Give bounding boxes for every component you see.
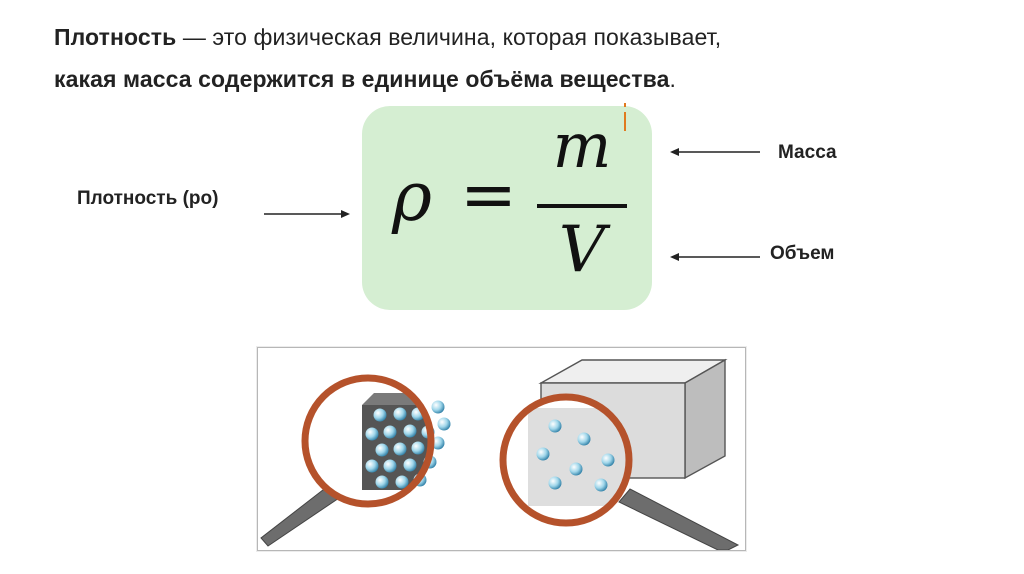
dense-particles bbox=[365, 400, 451, 489]
formula-equals: = bbox=[460, 156, 517, 235]
mass-label: Масса bbox=[778, 142, 837, 163]
sparse-particles bbox=[536, 419, 615, 492]
particle bbox=[393, 442, 407, 456]
particle bbox=[548, 476, 562, 490]
particle bbox=[375, 443, 389, 457]
particle bbox=[569, 462, 583, 476]
particle bbox=[373, 408, 387, 422]
particle bbox=[536, 447, 550, 461]
particle bbox=[594, 478, 608, 492]
particle bbox=[437, 417, 451, 431]
volume-label: Объем bbox=[770, 243, 835, 264]
left-magnifier-ring-icon bbox=[301, 374, 435, 508]
particle bbox=[601, 453, 615, 467]
particle bbox=[393, 407, 407, 421]
particle bbox=[577, 432, 591, 446]
particle bbox=[375, 475, 389, 489]
particle bbox=[365, 427, 379, 441]
formula-rho: ρ bbox=[392, 158, 432, 237]
formula-numerator: m bbox=[552, 109, 612, 182]
particle bbox=[365, 459, 379, 473]
right-magnifier-ring-icon bbox=[499, 393, 633, 527]
definition-line2-bold: какая масса содержится в единице объёма … bbox=[54, 66, 670, 92]
magnifier-illustration bbox=[260, 358, 740, 551]
text-cursor-icon bbox=[624, 103, 626, 131]
particle bbox=[411, 441, 425, 455]
volume-arrow-icon bbox=[670, 253, 760, 261]
particle bbox=[383, 425, 397, 439]
definition-line-2: какая масса содержится в единице объёма … bbox=[54, 58, 954, 100]
definition-line-1: Плотность — это физическая величина, кот… bbox=[54, 16, 954, 58]
definition-rest-line1: — это физическая величина, которая показ… bbox=[176, 24, 722, 50]
density-illustration bbox=[257, 347, 746, 551]
formula-box: ρ = m V bbox=[362, 106, 652, 310]
particle bbox=[403, 458, 417, 472]
fraction-line bbox=[537, 204, 627, 208]
definition-text: Плотность — это физическая величина, кот… bbox=[54, 16, 954, 100]
formula-denominator: V bbox=[558, 213, 606, 287]
particle bbox=[431, 436, 445, 450]
particle bbox=[383, 459, 397, 473]
particle bbox=[548, 419, 562, 433]
density-arrow-icon bbox=[264, 210, 350, 218]
density-label: Плотность (ро) bbox=[77, 188, 219, 209]
definition-term: Плотность bbox=[54, 24, 177, 50]
definition-line2-end: . bbox=[669, 66, 676, 92]
particle bbox=[395, 475, 409, 489]
particle bbox=[431, 400, 445, 414]
particle bbox=[403, 424, 417, 438]
mass-arrow-icon bbox=[670, 148, 760, 156]
